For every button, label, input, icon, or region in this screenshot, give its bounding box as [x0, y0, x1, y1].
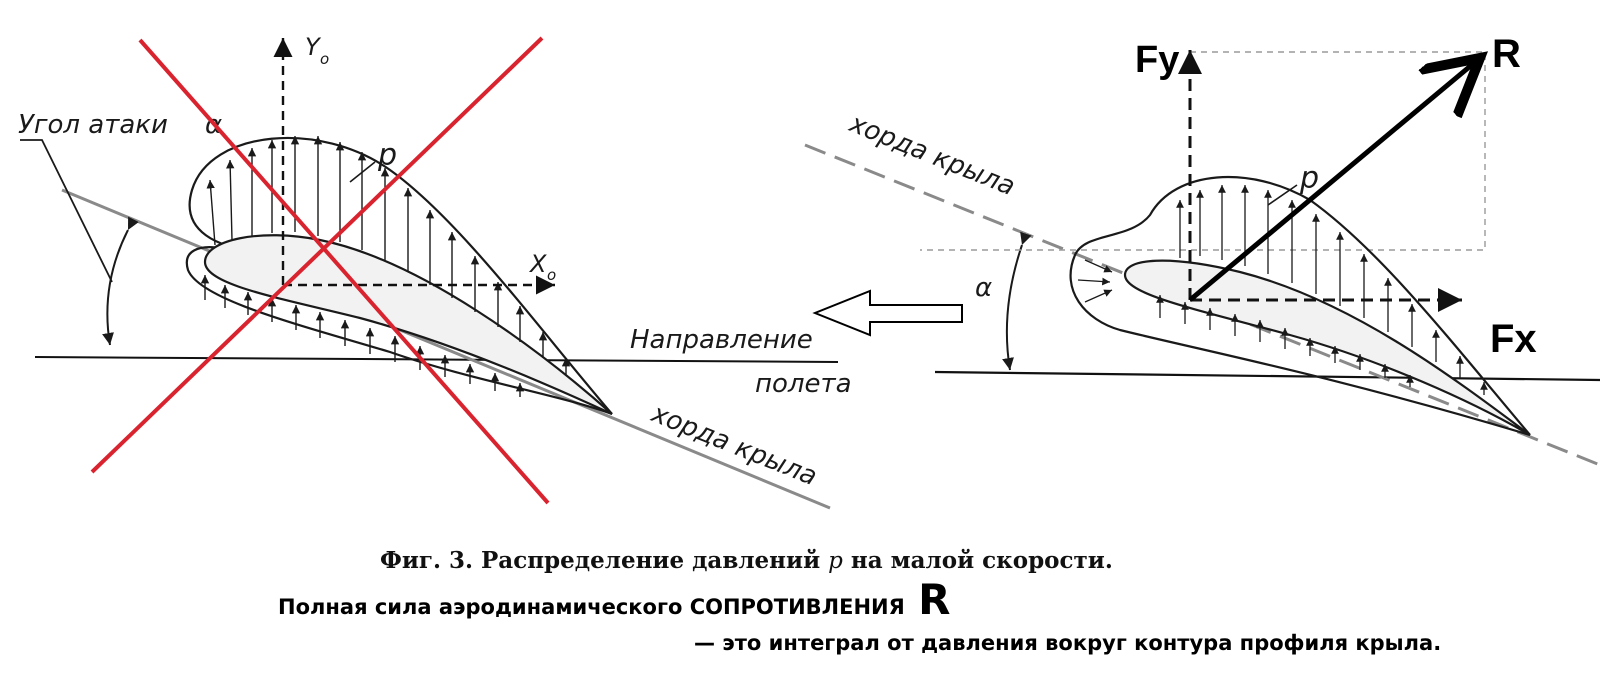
left-chord-label: хорда крыла — [646, 398, 821, 492]
right-pressure-arrows — [1077, 185, 1488, 395]
flight-direction-line2: полета — [755, 369, 852, 399]
note-line1-text: Полная сила аэродинамического СОПРОТИВЛЕ… — [278, 595, 905, 619]
left-chord-line — [61, 188, 831, 510]
right-angle-symbol: α — [975, 273, 992, 303]
figure-caption: Фиг. 3. Распределение давлений p на мало… — [380, 547, 1113, 574]
left-angle-arc — [102, 216, 139, 346]
right-horizon-line — [934, 370, 1600, 382]
r-vector — [1188, 58, 1480, 302]
left-pressure-label: p — [377, 138, 397, 173]
caption-suffix: на малой скорости. — [851, 547, 1113, 574]
note-line1: Полная сила аэродинамического СОПРОТИВЛЕ… — [278, 575, 950, 624]
caption-variable: p — [828, 548, 843, 574]
right-pressure-envelope — [1069, 176, 1531, 437]
left-y-axis-label: Y — [305, 33, 322, 61]
caption-prefix: Фиг. 3. Распределение давлений — [380, 547, 820, 574]
left-x-axis-sub: o — [547, 266, 556, 284]
right-projection-lines — [920, 51, 1486, 251]
right-pressure-leader — [1267, 184, 1298, 206]
right-angle-arc — [1002, 231, 1032, 371]
r-label: R — [1492, 32, 1521, 76]
fx-label: Fx — [1490, 317, 1537, 361]
note-line1-r: R — [918, 575, 950, 624]
right-pressure-label: p — [1299, 161, 1319, 196]
strike-cross — [90, 36, 550, 505]
left-horizon-line — [34, 356, 839, 363]
left-x-axis-label: X — [528, 250, 547, 278]
left-figure: Y o X o p Угол атаки α Направление полет… — [18, 33, 852, 510]
left-pressure-arrows — [200, 136, 571, 397]
right-chord-label: хорда крыла — [844, 108, 1019, 202]
note-line2: — это интеграл от давления вокруг контур… — [694, 631, 1441, 655]
left-y-axis-sub: o — [320, 50, 329, 68]
left-pressure-leader — [349, 161, 376, 183]
left-angle-label: Угол атаки — [18, 110, 168, 140]
fy-label: Fy — [1135, 39, 1179, 81]
right-airfoil — [1123, 259, 1531, 436]
left-angle-leader — [20, 139, 113, 283]
flight-direction-arrow — [812, 289, 963, 337]
left-airfoil — [203, 234, 613, 415]
right-figure: α — [804, 32, 1600, 467]
flight-direction-line1: Направление — [630, 325, 813, 355]
